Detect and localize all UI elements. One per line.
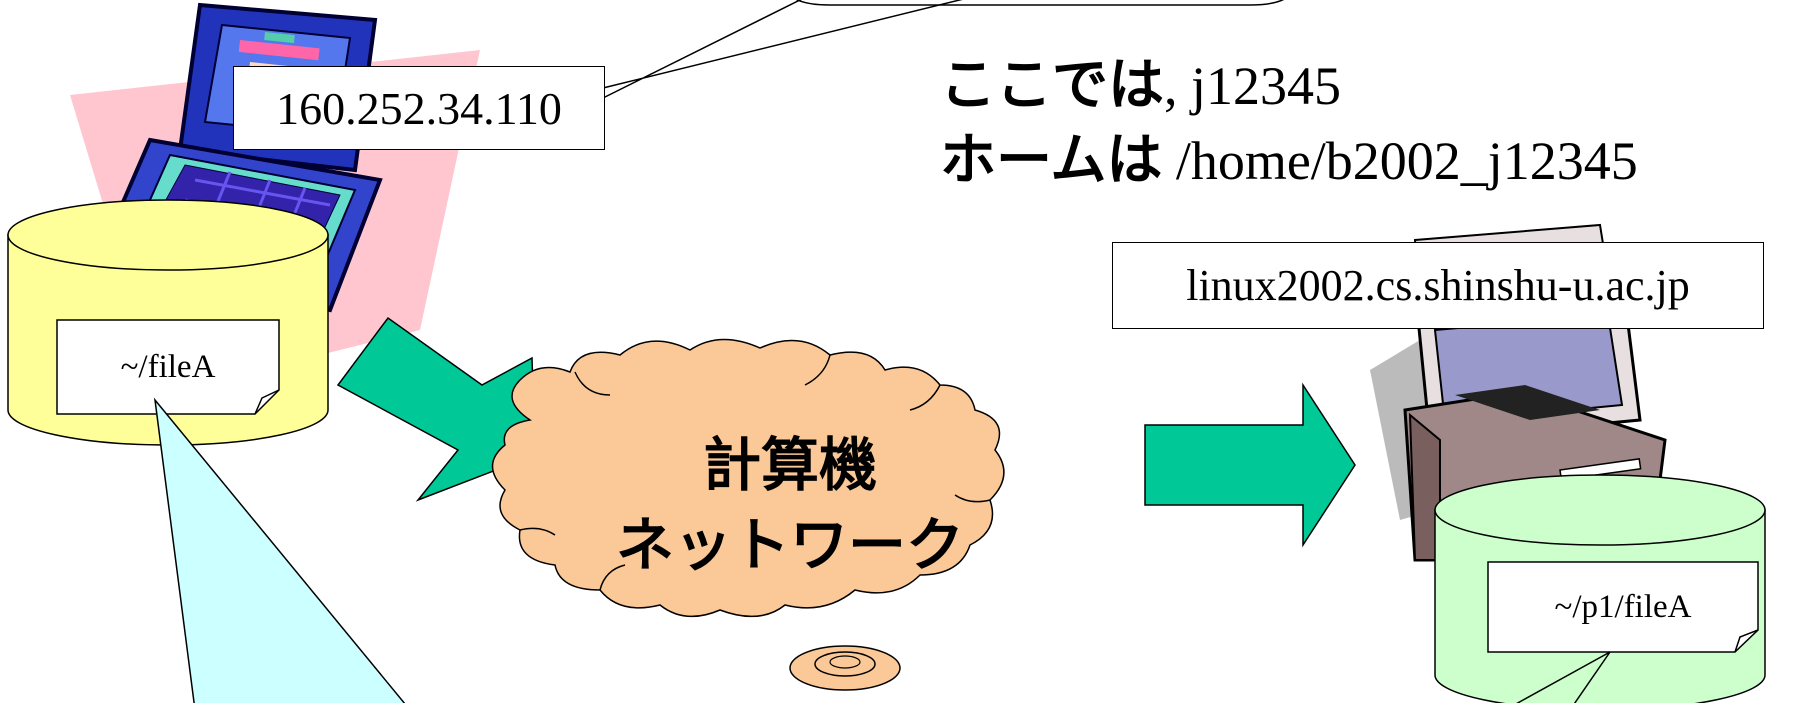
- home-note: ホームは /home/b2002_j12345: [940, 115, 1638, 196]
- home-note-value: /home/b2002_j12345: [1162, 131, 1638, 191]
- arrow-network-to-server: [1144, 382, 1356, 548]
- network-label-line1: 計算機: [702, 431, 877, 499]
- client-ip-label: 160.252.34.110: [233, 66, 605, 150]
- user-note-prefix: ここでは: [940, 53, 1164, 118]
- client-file-label: ~/fileA: [120, 348, 216, 385]
- server-disk: [1434, 474, 1766, 708]
- server-file-callout: [1507, 651, 1611, 708]
- network-label-line2: ネットワーク: [615, 511, 964, 579]
- home-note-prefix: ホームは: [940, 128, 1163, 193]
- file-callout: [153, 397, 410, 708]
- client-disk: [7, 199, 329, 446]
- server-file-label: ~/p1/fileA: [1554, 588, 1692, 625]
- server-host-label: linux2002.cs.shinshu-u.ac.jp: [1112, 242, 1764, 329]
- network-cloud: [491, 338, 1005, 691]
- user-note: ここでは, j12345: [940, 40, 1341, 121]
- user-note-value: , j12345: [1164, 56, 1342, 116]
